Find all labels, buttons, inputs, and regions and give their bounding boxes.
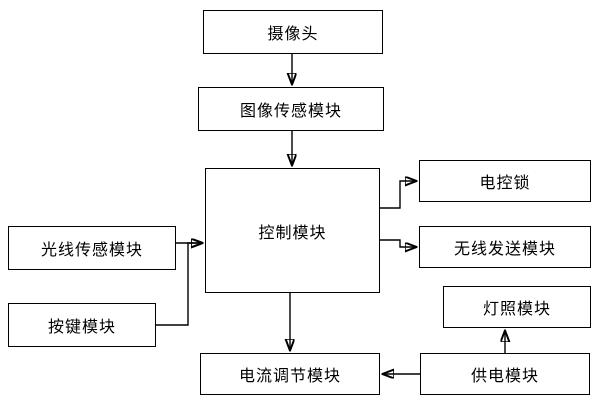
node-light-sensor-label: 光线传感模块 bbox=[40, 240, 143, 259]
node-image-sensor-label: 图像传感模块 bbox=[239, 101, 342, 120]
node-wireless-tx[interactable]: 无线发送模块 bbox=[419, 226, 591, 268]
node-lamp-module-label: 灯照模块 bbox=[482, 299, 551, 318]
node-power-supply[interactable]: 供电模块 bbox=[420, 353, 590, 395]
edge-control-to-wireless-tx bbox=[380, 239, 416, 247]
node-elec-lock[interactable]: 电控锁 bbox=[419, 160, 591, 202]
node-camera-label: 摄像头 bbox=[267, 24, 319, 43]
node-control[interactable]: 控制模块 bbox=[205, 168, 380, 293]
edge-control-to-elec-lock bbox=[380, 181, 416, 209]
node-control-label: 控制模块 bbox=[258, 222, 327, 242]
node-wireless-tx-label: 无线发送模块 bbox=[453, 239, 556, 258]
node-light-sensor[interactable]: 光线传感模块 bbox=[8, 226, 176, 270]
node-camera[interactable]: 摄像头 bbox=[203, 10, 383, 54]
node-current-adjust[interactable]: 电流调节模块 bbox=[200, 353, 380, 395]
node-lamp-module[interactable]: 灯照模块 bbox=[443, 286, 591, 328]
node-power-supply-label: 供电模块 bbox=[470, 366, 539, 385]
node-key-module-label: 按键模块 bbox=[47, 317, 116, 336]
node-image-sensor[interactable]: 图像传感模块 bbox=[198, 87, 384, 131]
node-key-module[interactable]: 按键模块 bbox=[8, 303, 156, 347]
node-current-adjust-label: 电流调节模块 bbox=[238, 366, 341, 385]
node-elec-lock-label: 电控锁 bbox=[479, 173, 531, 192]
